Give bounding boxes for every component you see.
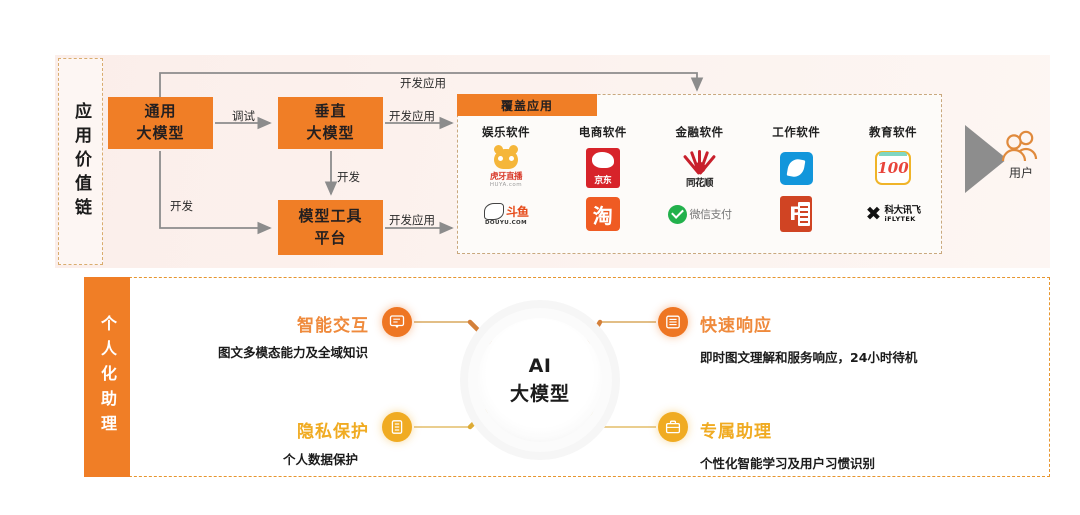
wechat-pay-title: 微信支付 bbox=[689, 208, 733, 221]
arrow-label-debug: 调试 bbox=[232, 109, 255, 123]
node-general-model-line1: 通用 bbox=[144, 102, 177, 121]
feature-title-assistant: 专属助理 bbox=[700, 422, 772, 442]
jd-logo-title: 京东 bbox=[594, 176, 612, 186]
hundred-score-logo[interactable]: 100 bbox=[875, 146, 911, 190]
douyu-logo[interactable]: 斗鱼 DOUYU.COM bbox=[483, 192, 529, 236]
app-category-label: 工作软件 bbox=[772, 125, 821, 139]
assistant-side-label-text: 个人化助理 bbox=[98, 314, 117, 440]
feature-icon-interact[interactable] bbox=[382, 307, 412, 337]
applications-columns: 娱乐软件 虎牙直播 HUYA.com 斗鱼 DOUYU.COM bbox=[462, 124, 937, 250]
arrow-label-develop-general: 开发 bbox=[170, 199, 193, 213]
app-column-work: 工作软件 P bbox=[752, 124, 840, 250]
feature-title-response: 快速响应 bbox=[700, 316, 772, 336]
assistant-side-label: 个人化助理 bbox=[84, 277, 130, 477]
powerpoint-slide-icon bbox=[798, 202, 811, 226]
ai-core-line1: AI bbox=[528, 354, 552, 377]
douyu-fish-icon bbox=[483, 202, 504, 220]
dingtalk-logo[interactable] bbox=[779, 146, 813, 190]
list-document-icon bbox=[666, 315, 680, 329]
ai-core-line2: 大模型 bbox=[509, 382, 570, 405]
powerpoint-logo[interactable]: P bbox=[780, 192, 813, 236]
app-column-entertainment: 娱乐软件 虎牙直播 HUYA.com 斗鱼 DOUYU.COM bbox=[462, 124, 550, 250]
tonghuashun-logo[interactable]: 同花顺 bbox=[679, 146, 721, 190]
applications-container bbox=[457, 94, 942, 254]
value-chain-side-label-text: 应用价值链 bbox=[71, 101, 91, 222]
feature-desc-response: 即时图文理解和服务响应，24小时待机 bbox=[700, 350, 918, 365]
iflytek-logo[interactable]: ✖ 科大讯飞 iFLYTEK bbox=[866, 192, 921, 236]
app-column-education: 教育软件 100 ✖ 科大讯飞 iFLYTEK bbox=[849, 124, 937, 250]
app-column-ecommerce: 电商软件 京东 淘 bbox=[559, 124, 647, 250]
node-general-model-line2: 大模型 bbox=[136, 124, 185, 142]
applications-header: 覆盖应用 bbox=[457, 94, 597, 116]
huya-logo-title: 虎牙直播 bbox=[489, 171, 523, 182]
node-vertical-model-line1: 垂直 bbox=[314, 102, 347, 121]
huya-tiger-icon bbox=[493, 144, 518, 169]
iflytek-subtitle: iFLYTEK bbox=[884, 214, 916, 223]
app-column-finance: 金融软件 同花顺 微信支付 bbox=[656, 124, 744, 250]
node-model-tool-platform[interactable]: 模型工具 平台 bbox=[278, 200, 383, 255]
value-chain-side-label: 应用价值链 bbox=[58, 58, 103, 265]
node-vertical-model-line2: 大模型 bbox=[306, 124, 355, 142]
feature-desc-assistant: 个性化智能学习及用户习惯识别 bbox=[700, 456, 876, 471]
document-lock-icon bbox=[391, 420, 403, 434]
feature-icon-privacy[interactable] bbox=[382, 412, 412, 442]
jd-logo[interactable]: 京东 bbox=[585, 146, 620, 190]
node-vertical-model[interactable]: 垂直 大模型 bbox=[278, 97, 383, 149]
douyu-logo-title: 斗鱼 bbox=[505, 204, 529, 219]
arrow-label-develop-app-top: 开发应用 bbox=[400, 76, 446, 90]
node-platform-line1: 模型工具 bbox=[298, 206, 363, 225]
node-general-model[interactable]: 通用 大模型 bbox=[108, 97, 213, 149]
app-category-label: 电商软件 bbox=[578, 125, 627, 139]
users-icon bbox=[1001, 130, 1038, 162]
arrow-label-develop-vertical: 开发 bbox=[337, 170, 360, 184]
user-chevron-arrow bbox=[965, 125, 1007, 193]
node-platform-line2: 平台 bbox=[314, 228, 347, 247]
app-category-label: 教育软件 bbox=[869, 125, 917, 139]
app-category-label: 娱乐软件 bbox=[482, 125, 530, 139]
huya-logo-subtitle: HUYA.com bbox=[489, 181, 523, 188]
dingtalk-wing-icon bbox=[786, 157, 806, 179]
feature-desc-privacy: 个人数据保护 bbox=[283, 452, 359, 467]
briefcase-icon bbox=[665, 420, 681, 434]
douyu-logo-subtitle: DOUYU.COM bbox=[484, 219, 527, 226]
user-label: 用户 bbox=[1008, 166, 1033, 180]
jd-dog-icon bbox=[591, 152, 614, 168]
app-category-label: 金融软件 bbox=[675, 125, 724, 139]
ai-core-circle: AI 大模型 bbox=[478, 318, 602, 442]
feature-desc-interact: 图文多模态能力及全域知识 bbox=[218, 345, 369, 360]
feature-icon-response[interactable] bbox=[658, 307, 688, 337]
feature-title-interact: 智能交互 bbox=[297, 316, 369, 336]
wechat-pay-check-icon bbox=[667, 204, 687, 224]
user-block: 用户 bbox=[988, 130, 1054, 181]
feature-title-privacy: 隐私保护 bbox=[297, 422, 369, 442]
iflytek-mark-icon: ✖ bbox=[865, 202, 882, 225]
tonghuashun-logo-title: 同花顺 bbox=[685, 177, 714, 189]
arrow-label-develop-app-vertical: 开发应用 bbox=[389, 109, 435, 123]
wechat-pay-logo[interactable]: 微信支付 bbox=[667, 192, 733, 236]
huya-logo[interactable]: 虎牙直播 HUYA.com bbox=[489, 144, 523, 190]
taobao-logo[interactable]: 淘 bbox=[585, 192, 620, 236]
tonghuashun-fan-icon bbox=[679, 148, 721, 175]
chat-bubble-icon bbox=[389, 315, 405, 329]
taobao-logo-title: 淘 bbox=[592, 203, 613, 228]
arrow-label-develop-app-platform: 开发应用 bbox=[389, 213, 435, 227]
iflytek-title: 科大讯飞 bbox=[884, 204, 921, 216]
hundred-score-title: 100 bbox=[877, 159, 909, 177]
feature-icon-assistant[interactable] bbox=[658, 412, 688, 442]
